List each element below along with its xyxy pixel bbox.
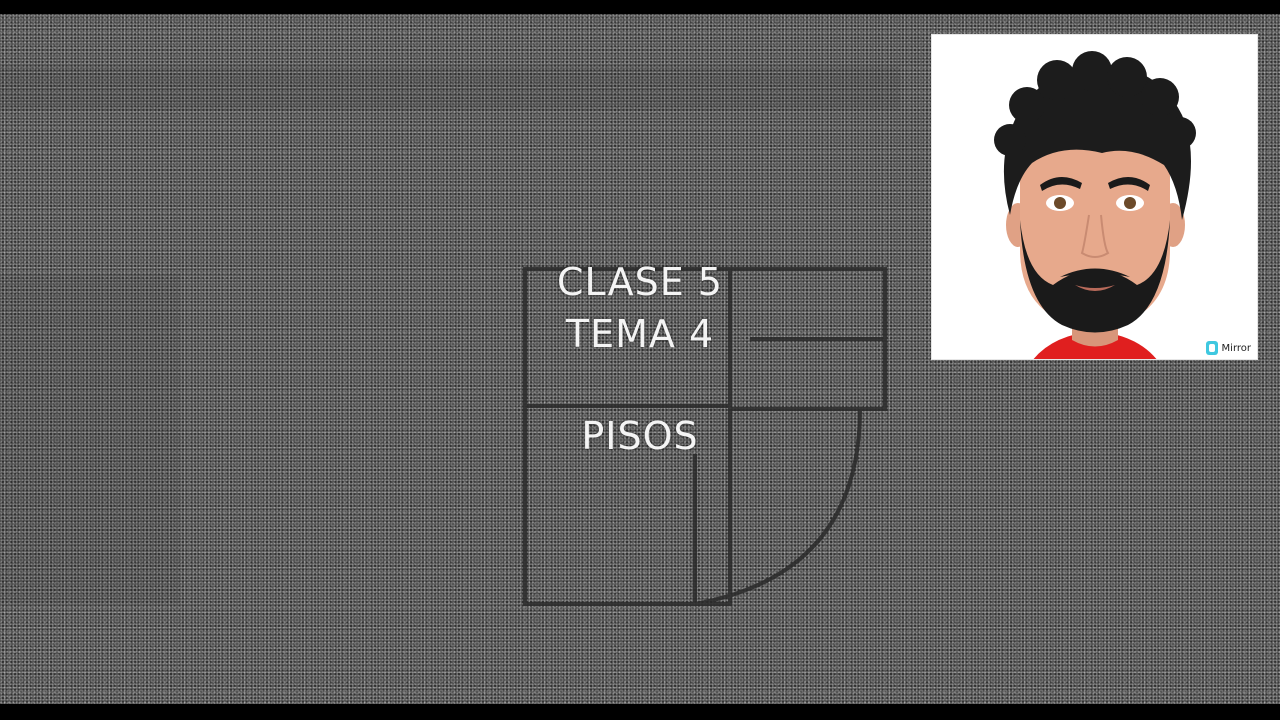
mirror-badge-label: Mirror <box>1221 342 1251 354</box>
class-number-title: CLASE 5 <box>557 260 723 304</box>
avatar-mustache <box>1060 268 1130 277</box>
floorplan-door-arc <box>694 408 862 606</box>
cartoon-avatar-illustration <box>994 51 1196 359</box>
avatar-eyebrow-right <box>1108 176 1150 191</box>
avatar-eyebrow-left <box>1040 176 1082 191</box>
avatar-mouth <box>1075 285 1115 291</box>
avatar-nose <box>1080 214 1110 258</box>
avatar-beard <box>1020 220 1170 333</box>
ghost-sidebar <box>0 274 180 604</box>
presenter-avatar-panel: Mirror <box>931 34 1258 360</box>
bottom-letterbox <box>0 704 1280 720</box>
avatar-iris-right <box>1124 197 1136 209</box>
avatar-iris-left <box>1054 197 1066 209</box>
topic-title: PISOS <box>581 414 699 458</box>
topic-number-title: TEMA 4 <box>565 312 715 356</box>
floorplan-room-left <box>523 267 732 606</box>
mirror-badge: Mirror <box>1205 340 1251 356</box>
ghost-toolbar <box>0 66 900 110</box>
floorplan-outline <box>523 267 887 606</box>
mirror-app-icon <box>1205 341 1218 355</box>
